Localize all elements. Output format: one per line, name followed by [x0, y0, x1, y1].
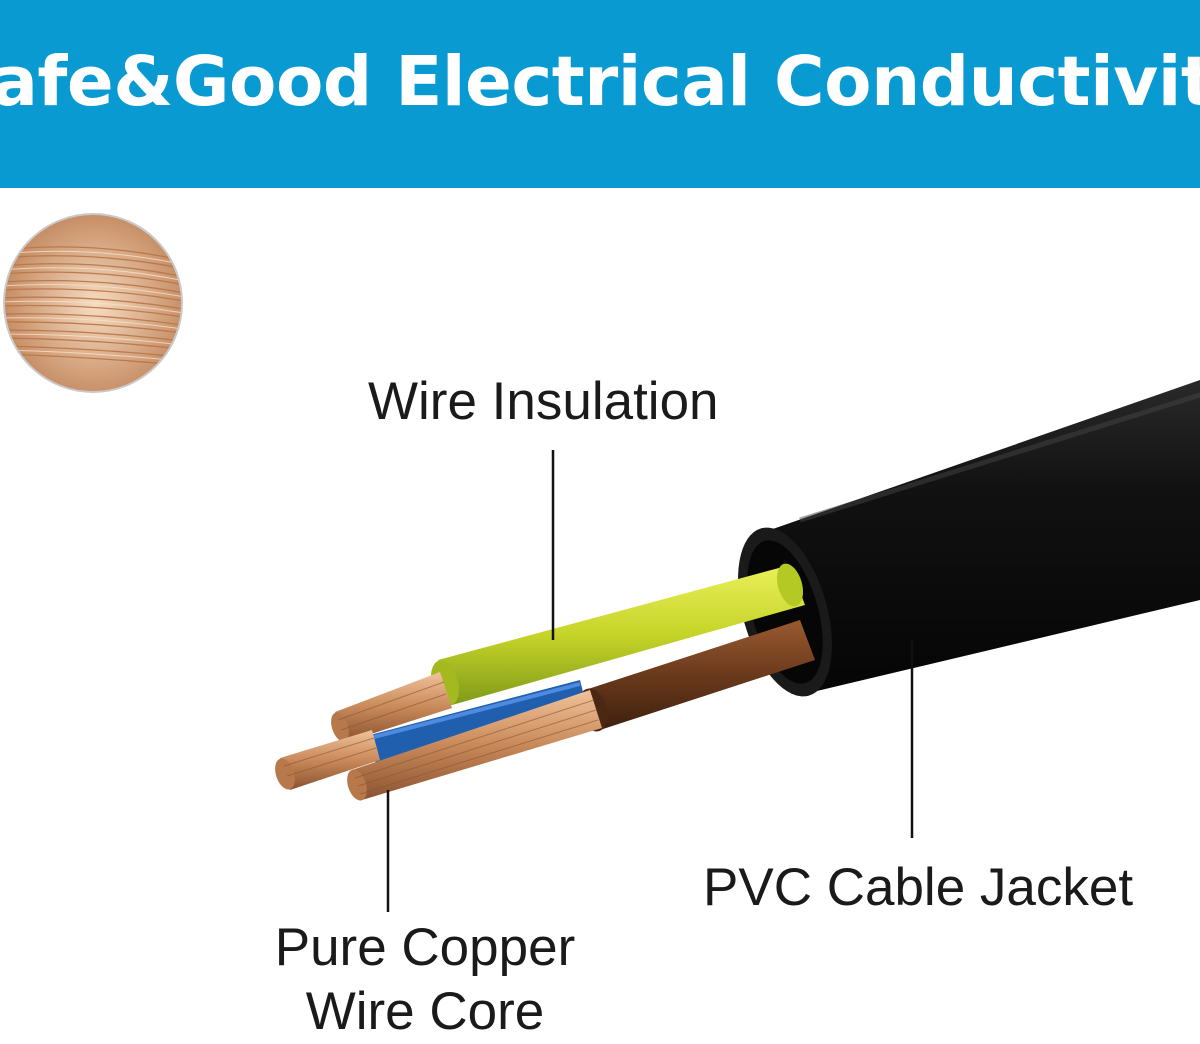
copper-strand-closeup — [3, 213, 183, 393]
title-banner: Safe&Good Electrical Conductivity — [0, 0, 1200, 188]
label-core-line2: Wire Core — [305, 981, 545, 1041]
label-pure-copper-wire-core: Pure Copper Wire Core — [250, 916, 600, 1043]
label-pvc-cable-jacket: PVC Cable Jacket — [703, 858, 1134, 917]
label-core-line1: Pure Copper — [274, 918, 576, 977]
yellow-green-wire — [430, 563, 805, 706]
label-wire-insulation: Wire Insulation — [368, 372, 719, 431]
banner-title: Safe&Good Electrical Conductivity — [0, 42, 1200, 122]
copper-wire-cores — [275, 672, 602, 801]
blue-wire — [369, 680, 588, 765]
